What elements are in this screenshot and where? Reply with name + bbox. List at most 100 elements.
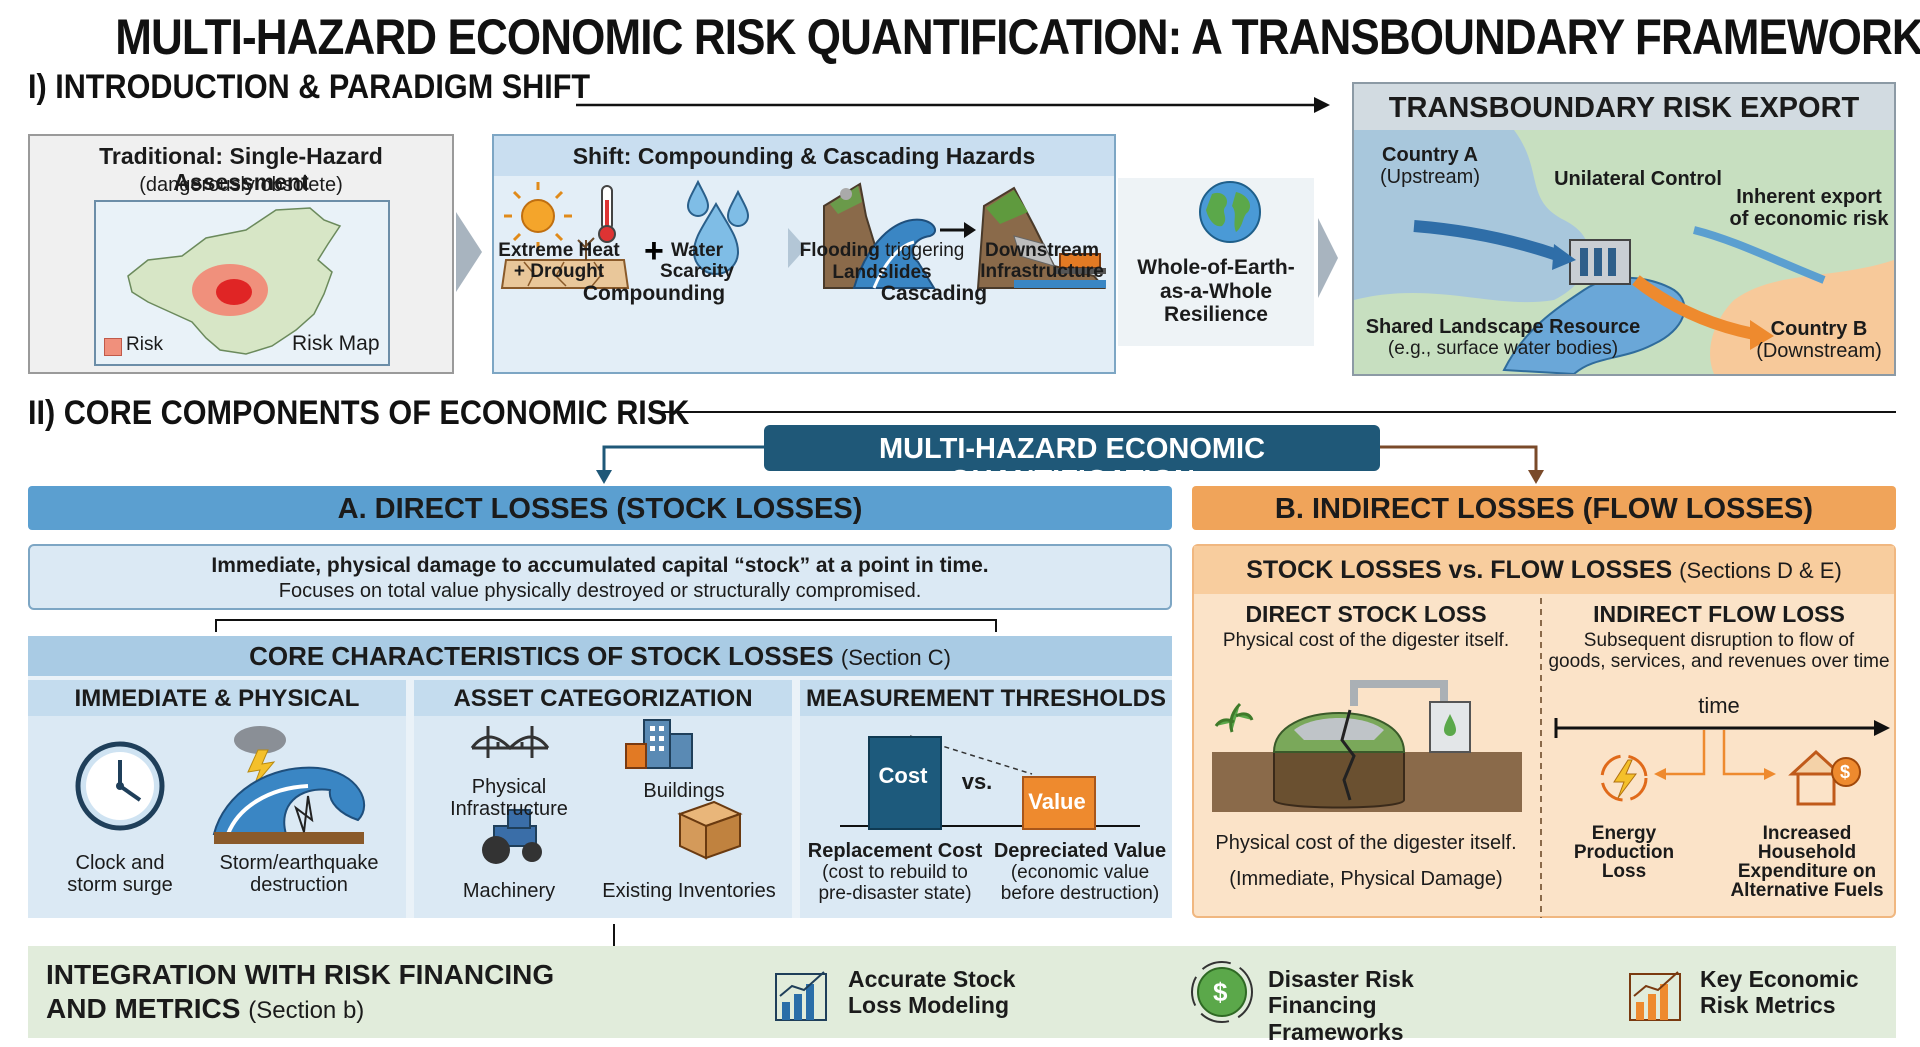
transboundary-title-bar: [1354, 84, 1894, 130]
flow-timeline: $: [1554, 718, 1890, 806]
bar-chart-icon-2: [1629, 971, 1681, 1021]
traditional-title: Traditional: Single-Hazard Assessment: [99, 143, 383, 195]
core-title-bar: [28, 636, 1172, 676]
physical-infra-label: Physical Infrastructure: [450, 776, 568, 821]
chevron-right-icon-2: [1318, 218, 1338, 298]
center-banner: MULTI-HAZARD ECONOMIC QUANTIFICATION: [764, 425, 1380, 497]
household-label: Increased Household Expenditure on Alter…: [1730, 823, 1884, 901]
shift-title-bar: [494, 136, 1114, 176]
risk-legend-label: Risk: [126, 334, 163, 355]
direct-stock-desc: Physical cost of the digester itself.: [1222, 630, 1510, 651]
shared-landscape-sub: (e.g., surface water bodies): [1387, 338, 1619, 359]
transboundary-panel: TRANSBOUNDARY RISK EXPORT Country A (Ups…: [1352, 82, 1896, 376]
core-title: CORE CHARACTERISTICS OF STOCK LOSSES (Se…: [249, 641, 951, 671]
col2-title: ASSET CATEGORIZATION: [453, 685, 753, 712]
col3-title: MEASUREMENT THRESHOLDS: [805, 685, 1166, 712]
downstream-label: Downstream Infrastructure: [980, 240, 1104, 283]
chevron-right-icon: [456, 212, 482, 292]
plus-sign: +: [644, 232, 664, 270]
indirect-divider: [1540, 598, 1542, 918]
water-scarcity-label: Water Scarcity: [660, 240, 734, 283]
col-immediate-physical: IMMEDIATE & PHYSICAL Clock and storm sur…: [28, 680, 406, 918]
energy-loss-label: Energy Production Loss: [1573, 823, 1675, 882]
whole-earth-panel: Whole-of-Earth- as-a-Whole Resilience: [1118, 178, 1314, 346]
time-label: time: [1698, 693, 1740, 718]
shift-icons: +: [500, 179, 1107, 289]
value-bar: [1022, 776, 1096, 830]
unilateral-control-label: Unilateral Control: [1554, 168, 1722, 190]
inventories-label: Existing Inventories: [602, 880, 776, 902]
flood-landslide-icon: [823, 182, 937, 289]
stock-vs-flow-title: STOCK LOSSES vs. FLOW LOSSES (Sections D…: [1246, 556, 1842, 584]
center-banner-label: MULTI-HAZARD ECONOMIC QUANTIFICATION: [878, 433, 1266, 498]
machinery-label: Machinery: [462, 880, 556, 902]
flooding-label: Flooding triggering: [799, 240, 965, 261]
indirect-flow-title: INDIRECT FLOW LOSS: [1593, 601, 1845, 627]
compounding-label: Compounding: [582, 282, 726, 305]
direct-stock-caption2: (Immediate, Physical Damage): [1229, 868, 1503, 890]
indirect-losses-title: B. INDIRECT LOSSES (FLOW LOSSES): [1274, 493, 1814, 525]
bar-chart-icon-1: [775, 971, 827, 1021]
dollar-cycle-icon: $: [1191, 961, 1253, 1023]
thermometer-icon: [598, 185, 616, 243]
svg-text:$: $: [1213, 977, 1228, 1007]
direct-losses-title: A. DIRECT LOSSES (STOCK LOSSES): [337, 493, 863, 525]
depreciated-value-title: Depreciated Value: [993, 840, 1167, 862]
col-measurement-thresholds: MEASUREMENT THRESHOLDS Cost vs. Value Re…: [800, 680, 1172, 918]
shared-landscape-label: Shared Landscape Resource: [1365, 316, 1641, 338]
risk-legend-swatch: [104, 338, 122, 356]
tractor-icon: [482, 809, 542, 864]
globe-icon: [1199, 181, 1261, 243]
direct-losses-header: A. DIRECT LOSSES (STOCK LOSSES): [28, 486, 1172, 530]
direct-stock-caption: Physical cost of the digester itself.: [1215, 832, 1517, 854]
storm-label: Storm/earthquake destruction: [219, 852, 379, 897]
core-characteristics-panel: CORE CHARACTERISTICS OF STOCK LOSSES (Se…: [28, 636, 1172, 918]
depreciated-value-desc: (economic value before destruction): [1000, 862, 1160, 905]
direct-stock-title: DIRECT STOCK LOSS: [1245, 601, 1487, 627]
col-asset-categorization: ASSET CATEGORIZATION: [414, 680, 792, 918]
china-map-shape: [127, 207, 342, 355]
country-b-sub: (Downstream): [1756, 340, 1882, 362]
indirect-flow-desc: Subsequent disruption to flow of goods, …: [1548, 630, 1890, 673]
integration-title: INTEGRATION WITH RISK FINANCING AND METR…: [46, 959, 555, 1024]
indirect-losses-header: B. INDIRECT LOSSES (FLOW LOSSES): [1192, 486, 1896, 530]
transboundary-landscape: [1354, 130, 1894, 374]
direct-description: Immediate, physical damage to accumulate…: [28, 544, 1172, 610]
value-bar-label: Value: [1028, 789, 1086, 814]
integration-band: INTEGRATION WITH RISK FINANCING AND METR…: [28, 946, 1896, 1038]
replacement-cost-title: Replacement Cost: [807, 840, 983, 862]
shift-title: Shift: Compounding & Cascading Hazards: [572, 143, 1036, 169]
country-a-label: Country A: [1382, 144, 1478, 166]
whole-earth-label: Whole-of-Earth- as-a-Whole Resilience: [1137, 256, 1295, 327]
section1-heading: I) INTRODUCTION & PARADIGM SHIFT: [28, 68, 591, 106]
integration-item-1: Accurate Stock Loss Modeling: [848, 966, 1016, 1019]
downstream-infrastructure-icon: [976, 186, 1107, 289]
bridge-icon: [470, 726, 550, 758]
direct-description-text: Focuses on total value physically destro…: [278, 580, 922, 602]
vs-label: vs.: [961, 769, 993, 794]
cost-bar-label: Cost: [878, 763, 928, 788]
country-a-sub: (Upstream): [1379, 166, 1480, 188]
household-expenditure-icon: $: [1788, 749, 1861, 806]
cascading-label: Cascading: [880, 282, 988, 305]
asset-icons: [470, 719, 743, 864]
sun-icon: [504, 182, 572, 250]
country-b-label: Country B: [1770, 318, 1868, 340]
traditional-panel: Traditional: Single-Hazard Assessment (d…: [28, 134, 454, 374]
buildings-label: Buildings: [643, 780, 725, 802]
landslides-label: Landslides: [832, 262, 932, 283]
buildings-icon: [625, 719, 693, 769]
energy-loss-icon: [1600, 754, 1648, 802]
heat-drought-label: Extreme Heat + Drought: [498, 240, 620, 283]
svg-text:$: $: [1840, 762, 1850, 782]
clock-storm-icons: [75, 726, 365, 844]
section2-heading: II) CORE COMPONENTS OF ECONOMIC RISK: [28, 394, 690, 432]
col1-title: IMMEDIATE & PHYSICAL: [74, 685, 360, 712]
digester-icon: [1212, 680, 1522, 812]
replacement-cost-desc: (cost to rebuild to pre-disaster state): [818, 862, 972, 905]
integration-item-2: Disaster Risk Financing Frameworks: [1268, 966, 1414, 1045]
storm-wave-icon: [212, 726, 365, 844]
integration-item-3: Key Economic Risk Metrics: [1700, 966, 1859, 1019]
